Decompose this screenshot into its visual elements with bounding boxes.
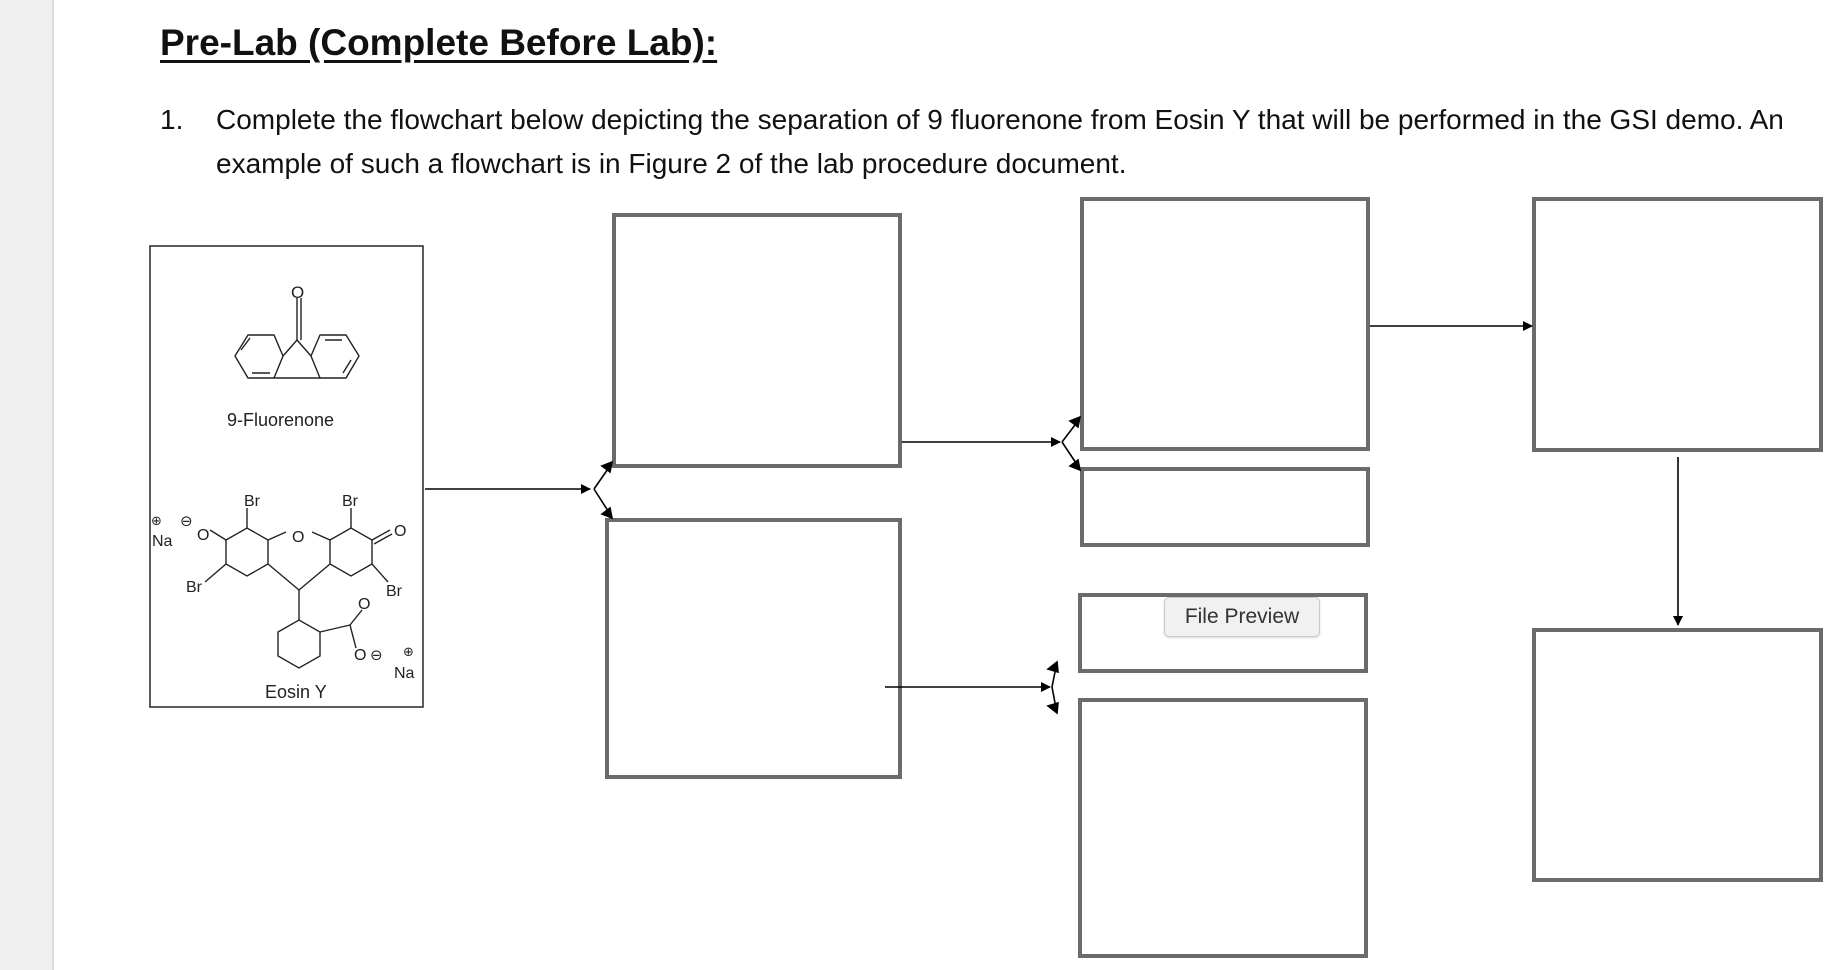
eosin-phenoxide-minus: ⊖ [180, 512, 193, 530]
eosin-ketone-oxygen: O [394, 523, 406, 540]
answer-box-lower-result[interactable] [1078, 698, 1368, 958]
eosin-sodium-plus-left: ⊕ [151, 514, 162, 529]
starting-mixture-box: O 9-Fluorenone Br Br Br Br O O [149, 245, 424, 708]
eosin-sodium-plus-right: ⊕ [403, 645, 414, 660]
question-1: 1. Complete the flowchart below depictin… [160, 98, 1810, 186]
split-arrows [593, 415, 1082, 715]
fluorenone-oxygen: O [291, 283, 304, 302]
eosin-bromine-3: Br [186, 579, 203, 596]
answer-boxes [605, 197, 1823, 958]
left-gutter [0, 0, 54, 970]
answer-box-bottom-right[interactable] [1532, 628, 1823, 882]
answer-box-upper-small[interactable] [1080, 467, 1370, 547]
answer-box-top-right[interactable] [1532, 197, 1823, 452]
question-text: Complete the flowchart below depicting t… [216, 104, 1784, 179]
page-heading: Pre-Lab (Complete Before Lab): [160, 22, 718, 63]
answer-box-bottom-layer[interactable] [605, 518, 902, 779]
eosin-bromine-2: Br [342, 493, 359, 510]
eosin-bromine-1: Br [244, 493, 261, 510]
eosin-carboxylate-oxygen: O [354, 647, 366, 664]
answer-box-top-layer[interactable] [612, 213, 902, 468]
eosin-carbonyl-oxygen: O [358, 596, 370, 613]
eosin-phenoxide-oxygen: O [197, 527, 209, 544]
eosin-carboxylate-minus: ⊖ [370, 646, 383, 664]
question-number: 1. [160, 104, 184, 135]
answer-box-upper-result[interactable] [1080, 197, 1370, 451]
split-arrow-1 [593, 460, 614, 520]
eosin-bromine-4: Br [386, 583, 403, 600]
eosin-ring-oxygen: O [292, 529, 304, 546]
eosin-y-label: Eosin Y [265, 682, 327, 702]
fluorenone-structure [234, 298, 360, 379]
split-arrow-2 [1061, 415, 1082, 472]
file-preview-tooltip[interactable]: File Preview [1164, 597, 1320, 637]
flow-arrows [425, 321, 1683, 692]
eosin-y-structure [204, 508, 393, 669]
eosin-sodium-right: Na [394, 665, 415, 682]
split-arrow-3 [1046, 660, 1059, 715]
eosin-sodium-left: Na [152, 533, 173, 550]
fluorenone-label: 9-Fluorenone [227, 410, 334, 430]
